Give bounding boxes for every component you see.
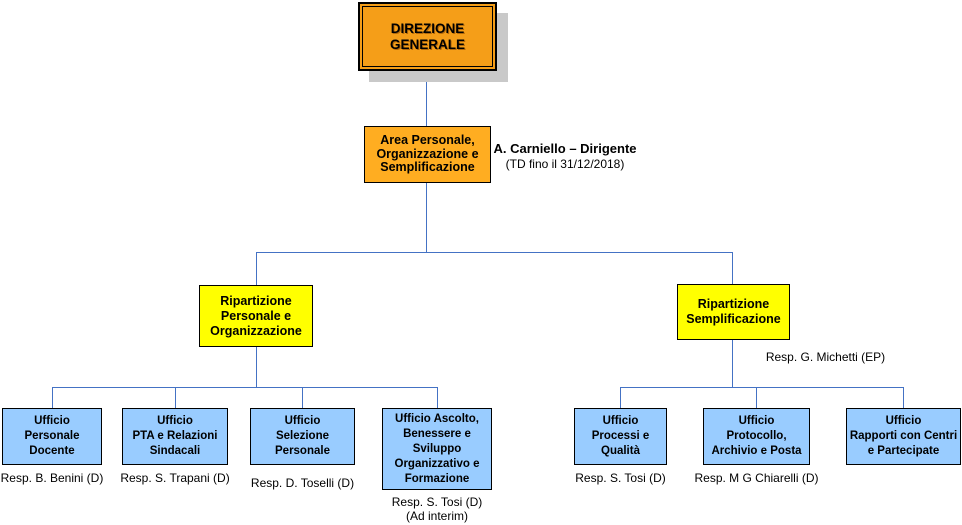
node-ufficio-protocollo-archivio-posta: Ufficio Protocollo, Archivio e Posta [703, 408, 810, 465]
dirigente-note: (TD fino il 31/12/2018) [505, 157, 625, 171]
connector-line [756, 387, 757, 408]
connector-line [426, 183, 427, 253]
responsabile-personale-docente: Resp. B. Benini (D) [0, 471, 104, 485]
connector-line [732, 340, 733, 387]
responsabile-ripartizione-semplificazione: Resp. G. Michetti (EP) [765, 350, 886, 364]
responsabile-ascolto-benessere: Resp. S. Tosi (D) (Ad interim) [391, 495, 483, 523]
connector-line [426, 71, 427, 126]
connector-line [175, 387, 176, 408]
node-ufficio-selezione-personale: Ufficio Selezione Personale [250, 408, 355, 465]
node-ripartizione-personale: Ripartizione Personale e Organizzazione [199, 285, 313, 347]
node-ufficio-pta-relazioni-sindacali: Ufficio PTA e Relazioni Sindacali [122, 408, 228, 465]
node-direzione-generale-label: DIREZIONE GENERALE [362, 6, 493, 67]
responsabile-selezione-personale: Resp. D. Toselli (D) [250, 476, 355, 490]
connector-line [256, 252, 733, 253]
connector-line [732, 252, 733, 284]
connector-line [620, 387, 904, 388]
node-area-personale: Area Personale, Organizzazione e Semplif… [364, 126, 491, 183]
node-direzione-generale: DIREZIONE GENERALE [358, 2, 497, 71]
connector-line [437, 387, 438, 408]
node-ufficio-ascolto-benessere: Ufficio Ascolto, Benessere e Sviluppo Or… [382, 408, 492, 490]
responsabile-protocollo-archivio-posta: Resp. M G Chiarelli (D) [694, 471, 819, 485]
node-ripartizione-semplificazione: Ripartizione Semplificazione [677, 284, 790, 340]
node-ufficio-personale-docente: Ufficio Personale Docente [2, 408, 102, 465]
connector-line [256, 252, 257, 285]
responsabile-processi-qualita: Resp. S. Tosi (D) [575, 471, 666, 485]
connector-line [52, 387, 438, 388]
node-ufficio-processi-qualita: Ufficio Processi e Qualità [574, 408, 667, 465]
dirigente-annotation: A. Carniello – Dirigente (TD fino il 31/… [490, 141, 640, 171]
dirigente-name: A. Carniello – Dirigente [493, 141, 637, 156]
connector-line [903, 387, 904, 408]
node-ufficio-rapporti-centri-partecipate: Ufficio Rapporti con Centri e Partecipat… [846, 408, 961, 465]
connector-line [620, 387, 621, 408]
connector-line [302, 387, 303, 408]
responsabile-pta-relazioni-sindacali: Resp. S. Trapani (D) [120, 471, 230, 485]
connector-line [52, 387, 53, 408]
connector-line [256, 347, 257, 387]
